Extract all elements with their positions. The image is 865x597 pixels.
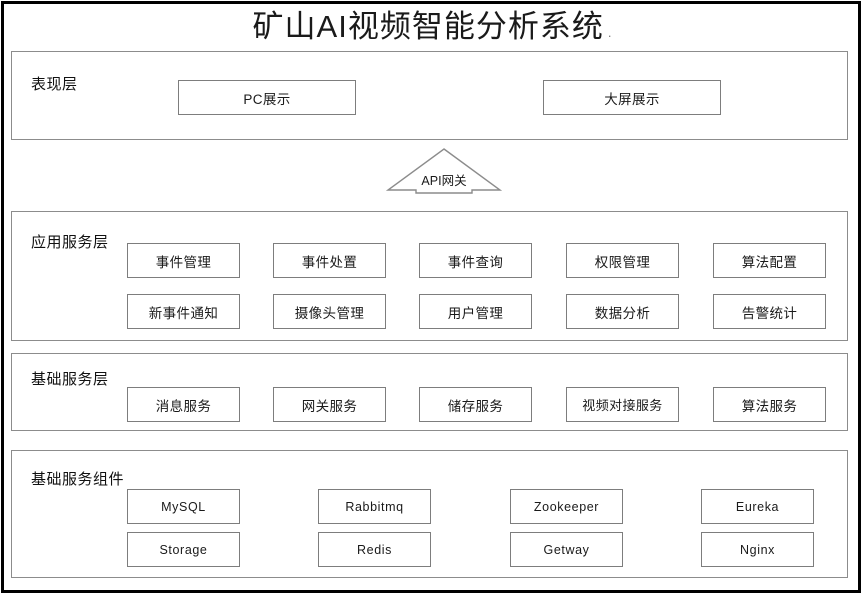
node-camera-management[interactable]: 摄像头管理 bbox=[273, 294, 386, 329]
node-algorithm-service[interactable]: 算法服务 bbox=[713, 387, 826, 422]
node-redis[interactable]: Redis bbox=[318, 532, 431, 567]
node-mysql[interactable]: MySQL bbox=[127, 489, 240, 524]
layer-label-basic-components: 基础服务组件 bbox=[31, 471, 125, 488]
page-title-text: 矿山AI视频智能分析系统 bbox=[252, 9, 604, 44]
api-gateway[interactable]: API网关 bbox=[385, 147, 503, 195]
up-arrow-icon bbox=[385, 148, 503, 194]
node-data-analysis[interactable]: 数据分析 bbox=[566, 294, 679, 329]
layer-label-basic-service: 基础服务层 bbox=[31, 371, 109, 388]
layer-panel-application-service: 应用服务层 事件管理 事件处置 事件查询 权限管理 算法配置 新事件通知 摄像头… bbox=[11, 211, 848, 341]
node-algorithm-config[interactable]: 算法配置 bbox=[713, 243, 826, 278]
node-event-management[interactable]: 事件管理 bbox=[127, 243, 240, 278]
node-event-query[interactable]: 事件查询 bbox=[419, 243, 532, 278]
node-video-integration-service[interactable]: 视频对接服务 bbox=[566, 387, 679, 422]
node-eureka[interactable]: Eureka bbox=[701, 489, 814, 524]
node-zookeeper[interactable]: Zookeeper bbox=[510, 489, 623, 524]
layer-label-application-service: 应用服务层 bbox=[31, 234, 109, 251]
node-alarm-statistics[interactable]: 告警统计 bbox=[713, 294, 826, 329]
layer-panel-basic-components: 基础服务组件 MySQL Rabbitmq Zookeeper Eureka S… bbox=[11, 450, 848, 578]
api-gateway-label: API网关 bbox=[421, 174, 467, 188]
node-storage[interactable]: Storage bbox=[127, 532, 240, 567]
node-event-disposal[interactable]: 事件处置 bbox=[273, 243, 386, 278]
layer-panel-presentation: 表现层 PC展示 大屏展示 bbox=[11, 51, 848, 140]
node-storage-service[interactable]: 储存服务 bbox=[419, 387, 532, 422]
node-rabbitmq[interactable]: Rabbitmq bbox=[318, 489, 431, 524]
title-trailing-mark: . bbox=[607, 25, 613, 40]
node-nginx[interactable]: Nginx bbox=[701, 532, 814, 567]
node-user-management[interactable]: 用户管理 bbox=[419, 294, 532, 329]
page-title: 矿山AI视频智能分析系统. bbox=[0, 8, 865, 52]
node-large-screen-display[interactable]: 大屏展示 bbox=[543, 80, 721, 115]
node-permission-management[interactable]: 权限管理 bbox=[566, 243, 679, 278]
node-message-service[interactable]: 消息服务 bbox=[127, 387, 240, 422]
layer-panel-basic-service: 基础服务层 消息服务 网关服务 储存服务 视频对接服务 算法服务 bbox=[11, 353, 848, 431]
layer-label-presentation: 表现层 bbox=[31, 76, 78, 93]
node-pc-display[interactable]: PC展示 bbox=[178, 80, 356, 115]
node-gateway-service[interactable]: 网关服务 bbox=[273, 387, 386, 422]
node-getway[interactable]: Getway bbox=[510, 532, 623, 567]
node-new-event-notification[interactable]: 新事件通知 bbox=[127, 294, 240, 329]
